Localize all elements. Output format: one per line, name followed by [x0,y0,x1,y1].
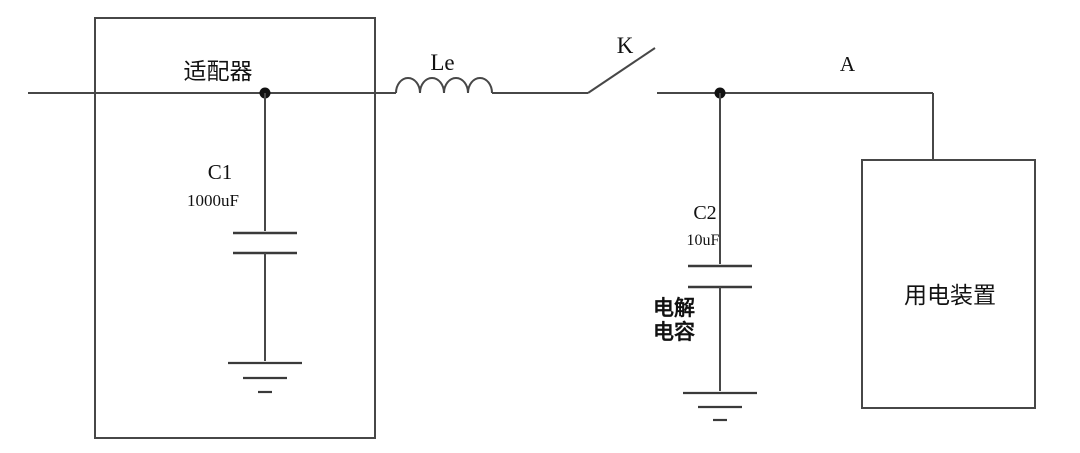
electrolytic-cap-label-line2: 电容 [653,320,695,344]
electrolytic-cap-label: 电解 电容 [645,296,703,344]
adapter-box [94,17,376,439]
c1-value-label: 1000uF [187,191,239,210]
c2-name-label: C2 [693,202,717,224]
c1-name-label: C1 [207,160,233,184]
node-a-label: A [839,52,856,76]
c2-value-label: 10uF [686,232,720,249]
load-label: 用电装置 [904,283,996,308]
adapter-label: 适配器 [183,59,253,84]
electrolytic-cap-label-line1: 电解 [653,296,695,320]
switch-blade [587,47,656,94]
inductor-label: Le [430,50,455,75]
load-box [861,159,1036,409]
switch-label: K [616,33,634,58]
inductor-coil [395,77,493,94]
